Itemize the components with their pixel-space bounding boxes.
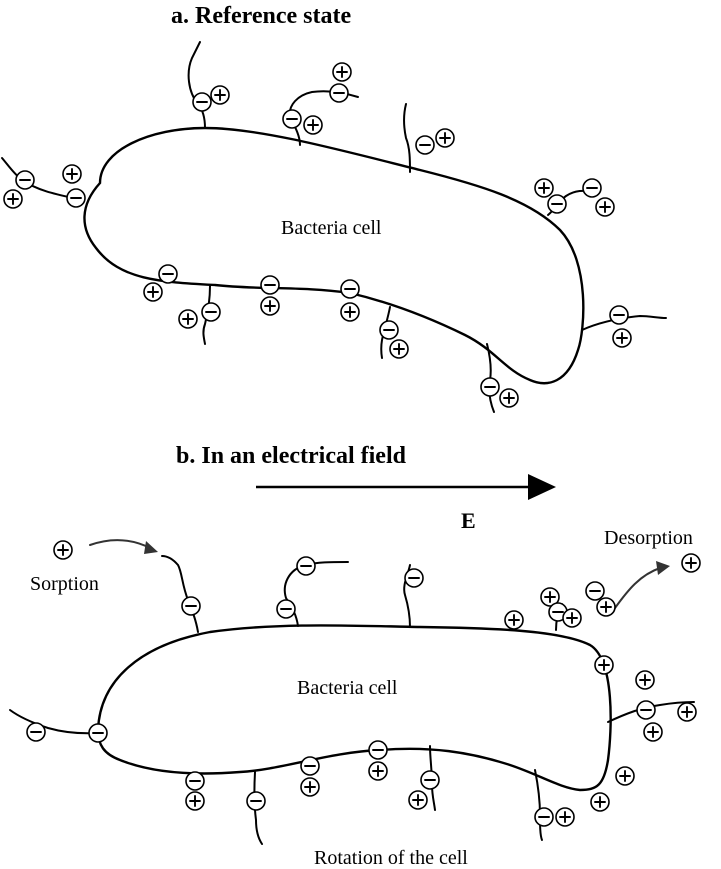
negative-charge-icon xyxy=(282,109,302,129)
negative-charge-icon xyxy=(480,377,500,397)
electric-field-arrow xyxy=(256,474,556,500)
positive-charge-icon xyxy=(562,608,582,628)
positive-charge-icon xyxy=(635,670,655,690)
positive-charge-icon xyxy=(615,766,635,786)
positive-charge-icon xyxy=(677,702,697,722)
positive-charge-icon xyxy=(594,655,614,675)
negative-charge-icon xyxy=(609,305,629,325)
panel-a xyxy=(1,41,667,413)
sorption-arrow xyxy=(89,539,158,554)
positive-charge-icon xyxy=(178,309,198,329)
desorption-label: Desorption xyxy=(604,527,693,549)
positive-charge-icon xyxy=(595,197,615,217)
positive-charge-icon xyxy=(62,164,82,184)
positive-charge-icon xyxy=(210,85,230,105)
field-label: E xyxy=(461,508,476,533)
positive-charge-icon xyxy=(143,282,163,302)
negative-charge-icon xyxy=(26,722,46,742)
negative-charge-icon xyxy=(300,756,320,776)
negative-charge-icon xyxy=(368,740,388,760)
bacteria-cell-outline-a xyxy=(83,126,585,385)
positive-charge-icon xyxy=(260,296,280,316)
bacteria-cell-outline-b xyxy=(96,624,612,792)
negative-charge-icon xyxy=(181,596,201,616)
negative-charge-icon xyxy=(379,320,399,340)
positive-charge-icon xyxy=(504,610,524,630)
panel-b xyxy=(9,539,701,845)
negative-charge-icon xyxy=(415,135,435,155)
negative-charge-icon xyxy=(260,275,280,295)
cell-label-a: Bacteria cell xyxy=(281,217,382,239)
positive-charge-icon xyxy=(612,328,632,348)
panel-b-heading: b. In an electrical field xyxy=(176,443,406,469)
positive-charge-icon xyxy=(534,178,554,198)
desorption-arrow xyxy=(614,561,670,609)
negative-charge-icon xyxy=(585,581,605,601)
negative-charge-icon xyxy=(185,771,205,791)
positive-charge-icon xyxy=(596,597,616,617)
negative-charge-icon xyxy=(201,302,221,322)
positive-charge-icon xyxy=(435,128,455,148)
positive-charge-icon xyxy=(332,62,352,82)
positive-charge-icon xyxy=(643,722,663,742)
negative-charge-icon xyxy=(534,807,554,827)
positive-charge-icon xyxy=(303,115,323,135)
positive-charge-icon xyxy=(590,792,610,812)
negative-charge-icon xyxy=(547,194,567,214)
negative-charge-icon xyxy=(158,264,178,284)
positive-charge-icon xyxy=(300,777,320,797)
negative-charge-icon xyxy=(246,791,266,811)
negative-charge-icon xyxy=(192,92,212,112)
positive-charge-icon xyxy=(681,553,701,573)
sorption-label: Sorption xyxy=(30,573,99,595)
positive-charge-icon xyxy=(408,790,428,810)
negative-charge-icon xyxy=(636,700,656,720)
positive-charge-icon xyxy=(53,540,73,560)
cell-label-b: Bacteria cell xyxy=(297,677,398,699)
panel-a-heading: a. Reference state xyxy=(171,3,352,29)
positive-charge-icon xyxy=(555,807,575,827)
negative-charge-icon xyxy=(420,770,440,790)
negative-charge-icon xyxy=(582,178,602,198)
negative-charge-icon xyxy=(340,279,360,299)
positive-charge-icon xyxy=(185,791,205,811)
negative-charge-icon xyxy=(296,556,316,576)
rotation-label: Rotation of the cell xyxy=(314,847,468,869)
positive-charge-icon xyxy=(499,388,519,408)
negative-charge-icon xyxy=(88,723,108,743)
positive-charge-icon xyxy=(389,339,409,359)
positive-charge-icon xyxy=(340,302,360,322)
positive-charge-icon xyxy=(368,761,388,781)
negative-charge-icon xyxy=(15,170,35,190)
positive-charge-icon xyxy=(3,189,23,209)
negative-charge-icon xyxy=(276,599,296,619)
negative-charge-icon xyxy=(66,188,86,208)
negative-charge-icon xyxy=(404,568,424,588)
negative-charge-icon xyxy=(329,83,349,103)
